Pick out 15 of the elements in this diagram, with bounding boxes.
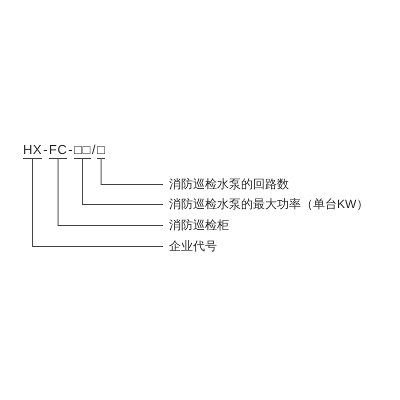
- description-text: 消防巡检水泵的最大功率（单台KW）: [163, 197, 368, 212]
- description-text: 消防巡检柜: [163, 218, 229, 233]
- leader-line: [32, 158, 164, 247]
- code-segment: □□: [74, 142, 91, 159]
- leader-line: [82, 158, 164, 205]
- code-separator: -: [42, 142, 49, 158]
- code-separator: /: [90, 142, 97, 158]
- description-text: 企业代号: [163, 239, 217, 254]
- code-segment: FC: [48, 142, 68, 159]
- code-separator: -: [67, 142, 74, 158]
- code-segment: □: [96, 142, 106, 159]
- leader-line: [100, 158, 164, 185]
- code-segment: HX: [23, 142, 42, 159]
- leader-line: [58, 158, 164, 226]
- description-text: 消防巡检水泵的回路数: [163, 177, 289, 192]
